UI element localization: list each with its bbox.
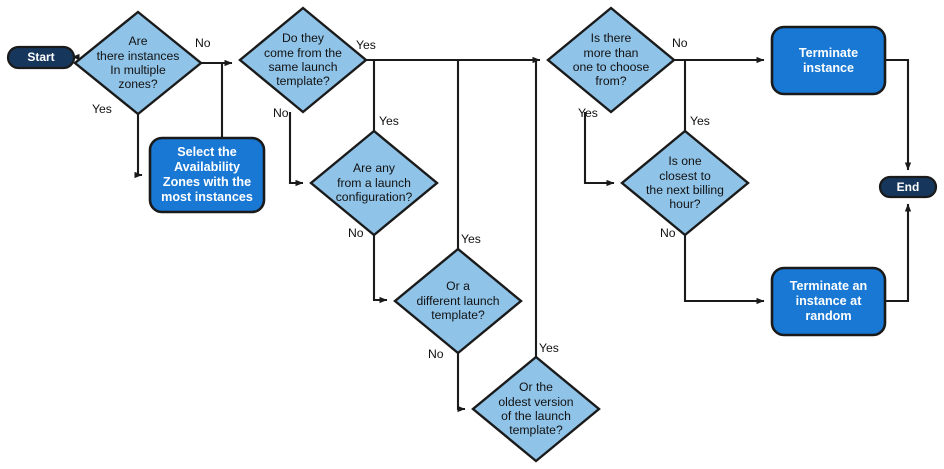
edge-d7-no-to-p3: [683, 235, 765, 305]
edge-d2-no-to-d3: [288, 112, 304, 187]
node-process-select-availability-zones[interactable]: [148, 136, 266, 214]
edge-d4-no-to-d5: [456, 353, 466, 413]
edge-d1-yes-to-p1: [134, 114, 143, 179]
node-decision-oldest-version[interactable]: [471, 355, 601, 463]
edge-p3-to-end: [885, 203, 912, 303]
edge-d3-no-to-d4: [372, 235, 388, 304]
node-process-terminate-instance[interactable]: [770, 25, 887, 96]
node-decision-more-than-one[interactable]: [546, 6, 676, 114]
node-decision-launch-configuration[interactable]: [309, 129, 439, 237]
node-process-terminate-at-random[interactable]: [770, 266, 887, 337]
node-layer: [6, 6, 938, 463]
node-decision-next-billing-hour[interactable]: [620, 129, 750, 237]
node-decision-multiple-zones[interactable]: [73, 10, 203, 116]
edge-d6-yes-to-d7: [583, 112, 615, 187]
node-end[interactable]: [878, 175, 938, 199]
edge-p2-to-end: [885, 58, 912, 171]
node-decision-different-launch-template[interactable]: [393, 247, 523, 355]
node-start[interactable]: [6, 45, 76, 70]
edge-layer: [71, 53, 912, 413]
node-decision-same-launch-template[interactable]: [238, 6, 368, 114]
